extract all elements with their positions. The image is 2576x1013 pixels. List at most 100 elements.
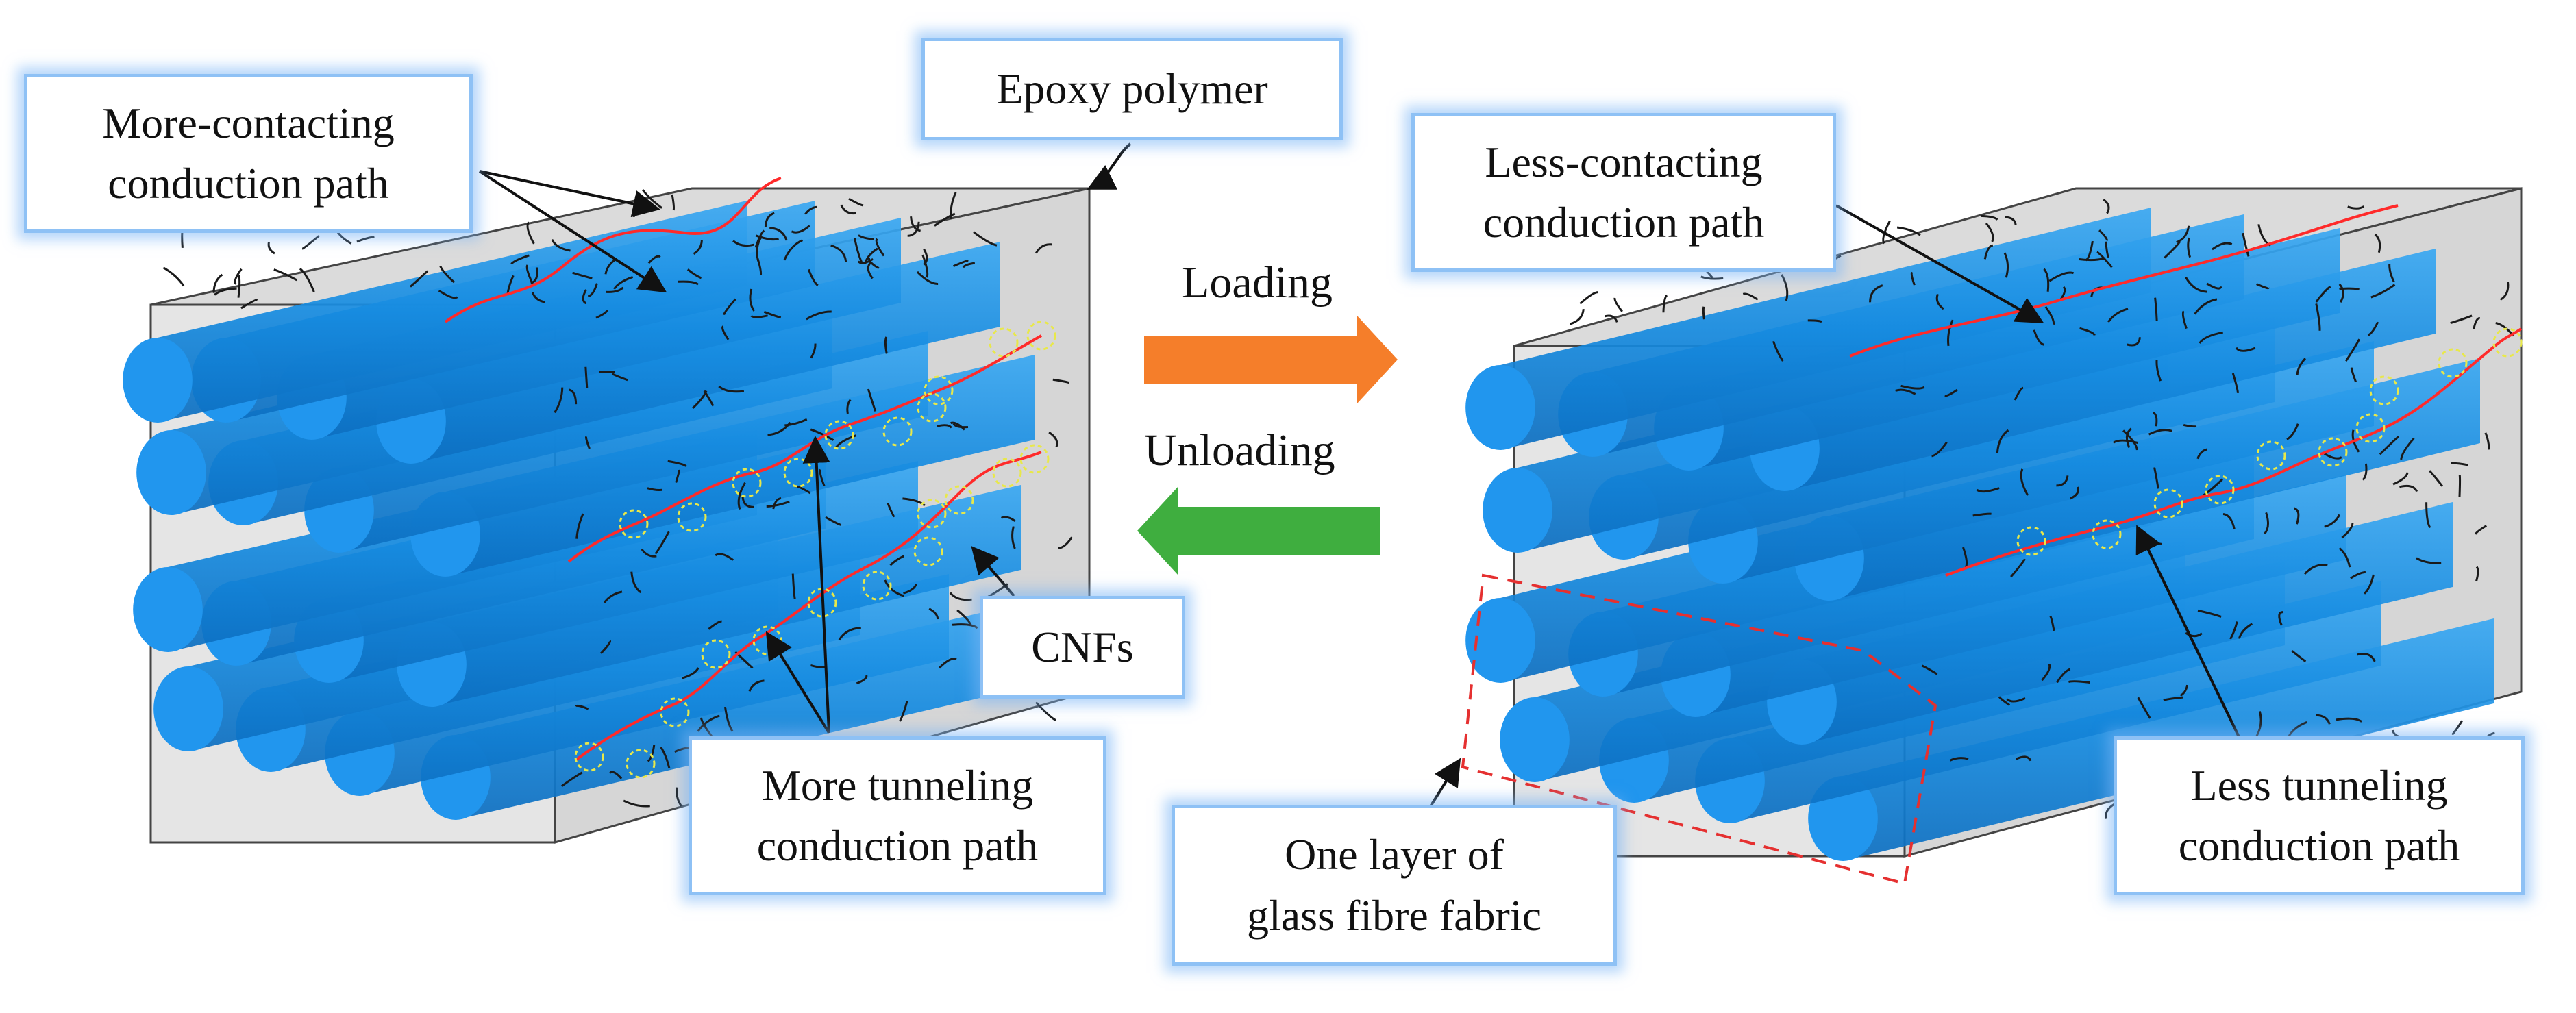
left-cnf (755, 234, 779, 241)
left-cnf (682, 667, 699, 679)
right-cnf (2315, 303, 2321, 331)
more-tunneling-label: More tunneling conduction path (689, 736, 1106, 895)
left-cnf (575, 704, 589, 710)
epoxy-polymer-text: Epoxy polymer (996, 64, 1268, 113)
left-cnf (569, 388, 578, 405)
right-cnf (2475, 566, 2479, 582)
left-cnf (660, 747, 671, 768)
left-cnf (846, 399, 852, 414)
right-cnf (2303, 564, 2328, 575)
right-cnf (1579, 291, 1598, 305)
right-cnf (2199, 331, 2223, 344)
right-cnf (2105, 803, 2116, 819)
left-cnf (572, 271, 593, 279)
left-cnf (858, 234, 874, 240)
left-composite-block (123, 177, 1091, 844)
right-cnf (2296, 358, 2306, 375)
more-tunneling-line2: conduction path (756, 821, 1039, 870)
right-fibre-end (1465, 365, 1535, 450)
right-cnf (2163, 696, 2183, 701)
right-cnf (2212, 242, 2233, 251)
left-cnf (952, 623, 978, 629)
left-cnf (949, 192, 957, 220)
left-cnf (630, 571, 642, 594)
left-cnf (867, 388, 877, 412)
left-cnf (237, 275, 241, 298)
left-cnf (609, 771, 623, 779)
right-cnf (2196, 448, 2207, 460)
left-cnf (952, 260, 969, 268)
right-cnf (2235, 347, 2256, 352)
left-cnf (772, 497, 782, 510)
left-tunneling-path-1 (567, 334, 1042, 563)
cnfs-label: CNFs (980, 596, 1185, 699)
right-cnf (1882, 220, 1891, 245)
left-cnf (750, 314, 769, 318)
right-cnf (2152, 412, 2158, 427)
right-cnf (2098, 229, 2108, 241)
right-cnf (1807, 319, 1822, 323)
left-cnf (856, 675, 868, 685)
right-cnf (2316, 714, 2331, 725)
left-cnf (791, 225, 810, 234)
more-contacting-line1: More-contacting (102, 98, 395, 147)
left-cnf (678, 280, 699, 286)
left-cnf (825, 516, 842, 526)
right-cnf (2264, 512, 2269, 535)
right-cnf (2338, 547, 2351, 568)
right-tunneling-marker (2092, 519, 2122, 549)
left-cnf (767, 421, 791, 436)
left-cnf (575, 513, 584, 539)
left-tunneling-marker (660, 697, 690, 727)
left-cnf (807, 268, 819, 286)
left-cnf (723, 298, 736, 316)
unloading-label: Unloading (1144, 425, 1335, 475)
left-tunneling-marker (824, 420, 854, 450)
right-cnf (1702, 306, 1705, 320)
right-cnf (1900, 384, 1925, 390)
left-tunneling-marker (783, 458, 813, 488)
left-tunneling-marker (619, 509, 649, 539)
left-cnf (693, 240, 703, 255)
less-tunneling-line1: Less tunneling (2190, 760, 2448, 810)
right-cnf (2068, 680, 2090, 684)
left-cnf (603, 590, 623, 603)
right-cnf (1613, 297, 1623, 312)
left-cnf (884, 579, 904, 597)
left-cnf (267, 242, 275, 255)
left-cnf (756, 258, 763, 275)
right-cnf (2003, 252, 2009, 278)
left-tunneling-marker (732, 468, 762, 498)
left-cnf (766, 501, 790, 508)
left-cnf (902, 497, 926, 507)
right-cnf (2197, 609, 2222, 618)
left-cnf (240, 299, 258, 310)
left-cnf (737, 482, 746, 510)
right-cnf (2206, 282, 2222, 290)
right-cnf (2484, 432, 2490, 450)
left-glass-fibres (123, 201, 1045, 820)
right-cnf (2451, 462, 2468, 466)
right-cnf (2154, 297, 2158, 321)
left-cnf (949, 592, 972, 601)
right-cnf (2338, 283, 2344, 303)
less-contacting-line1: Less-contacting (1485, 137, 1763, 186)
right-cnf (1700, 275, 1724, 280)
left-cnf (867, 262, 874, 279)
right-cnf (2229, 621, 2238, 640)
right-cnf (1976, 487, 2000, 493)
left-cnf (623, 799, 650, 808)
right-cnf (2041, 664, 2051, 681)
left-tunneling-marker (701, 639, 731, 669)
left-fibre-end (123, 338, 193, 423)
right-cnf (1983, 244, 1994, 260)
right-cnf (2379, 436, 2400, 455)
fabric-layer-outline (1461, 573, 1937, 886)
left-cnf (857, 258, 874, 264)
left-cnf (1011, 526, 1016, 549)
less-tunneling-label: Less tunneling conduction path (2114, 736, 2525, 895)
left-cnf (1035, 243, 1052, 254)
left-cnf (723, 706, 734, 732)
right-cnf (2474, 525, 2488, 535)
